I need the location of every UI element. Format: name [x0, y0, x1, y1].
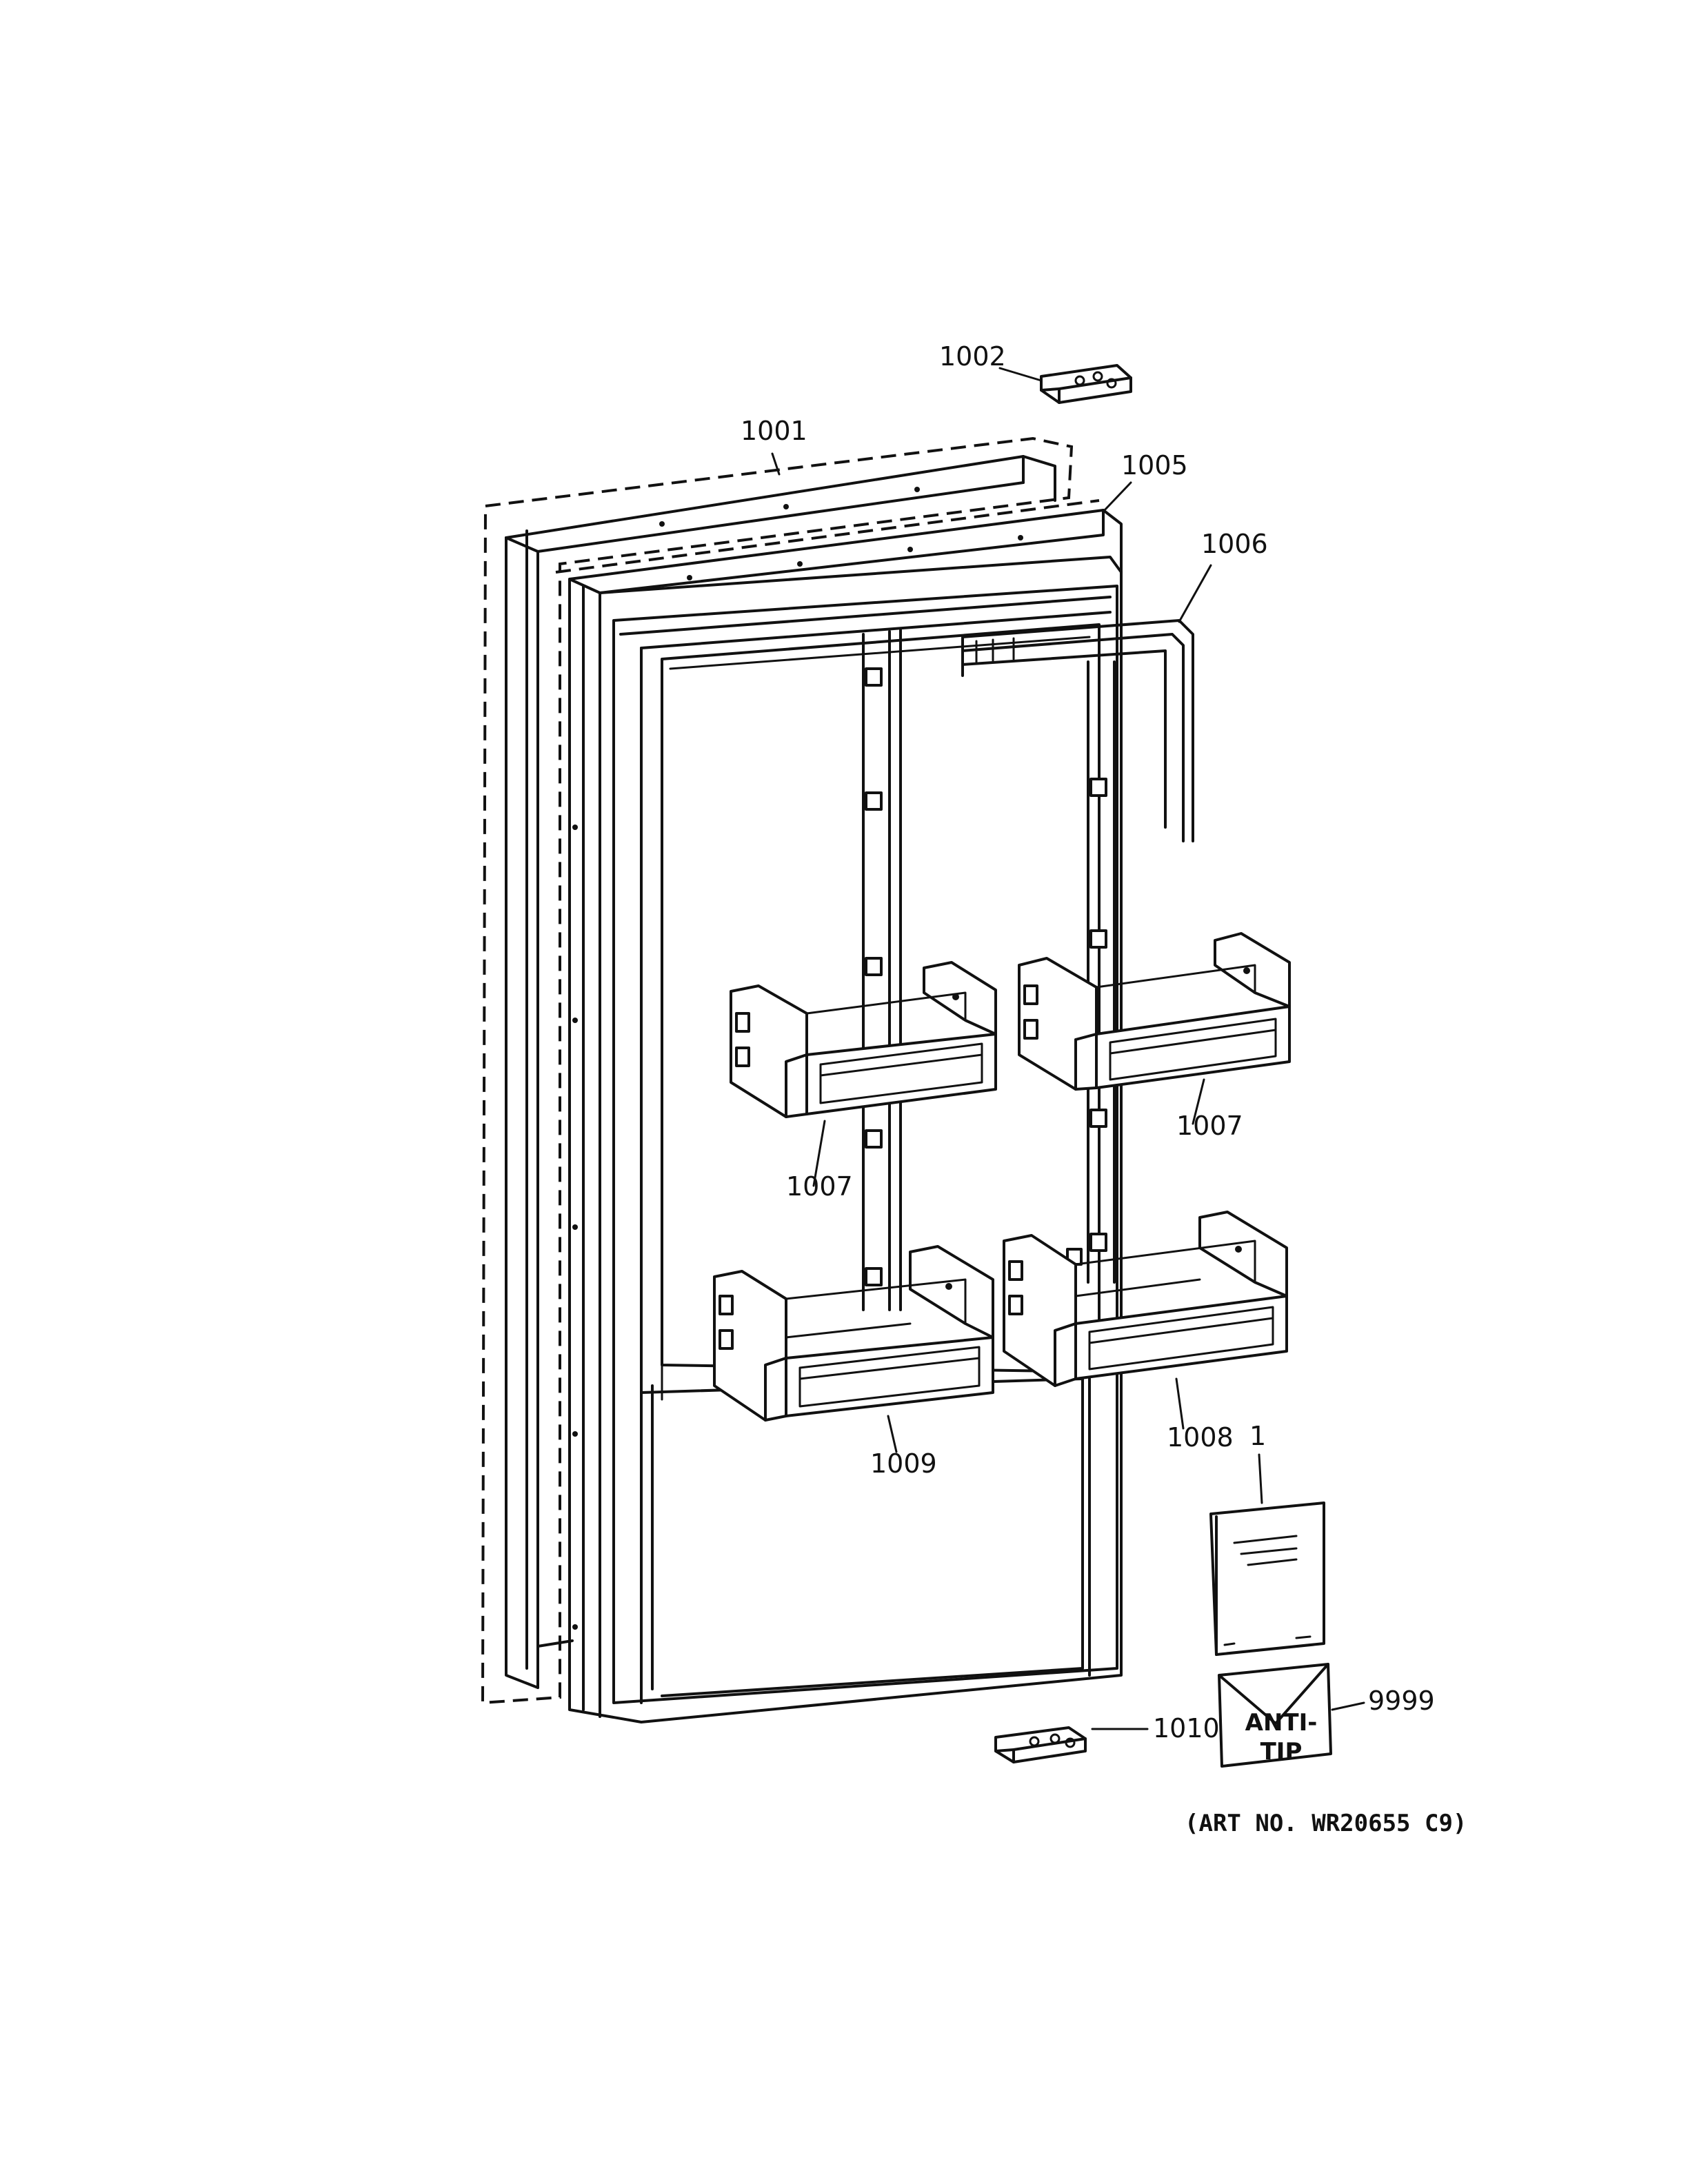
door-bin-1009 [713, 1245, 994, 1422]
callout-9999: 9999 [1368, 1686, 1435, 1716]
callout-1007-right: 1007 [1176, 1111, 1243, 1141]
callout-1008: 1008 [1167, 1422, 1234, 1453]
callout-1002: 1002 [939, 341, 1006, 372]
shelf-rail-left [862, 629, 902, 1311]
callout-1006: 1006 [1201, 529, 1268, 559]
outer-door-panel-1001 [481, 436, 1074, 1705]
door-bin-1008 [1003, 1211, 1288, 1387]
callout-1001: 1001 [741, 416, 807, 446]
callout-1005: 1005 [1121, 450, 1188, 481]
shelf-rail-right [1066, 660, 1116, 1284]
bottom-hinge-1010 [994, 1726, 1087, 1763]
callout-1: 1 [1249, 1421, 1266, 1451]
callout-1009: 1009 [870, 1448, 937, 1479]
door-bin-1007-right [1018, 932, 1291, 1091]
callout-labels: 1002 1001 1005 1006 1007 1007 1009 1008 … [741, 341, 1435, 1743]
door-gasket-1006 [961, 619, 1194, 842]
anti-tip-label-line2: TIP [1260, 1738, 1303, 1766]
callout-1007-left: 1007 [786, 1171, 853, 1202]
door-bin-1007-left [730, 961, 997, 1118]
art-number: (ART NO. WR20655 C9) [1185, 1810, 1467, 1837]
owner-manual-1 [1209, 1502, 1325, 1656]
anti-tip-kit-9999: ANTI- TIP [1218, 1663, 1332, 1768]
anti-tip-label-line1: ANTI- [1245, 1709, 1318, 1737]
leader-lines [771, 367, 1365, 1730]
callout-1010: 1010 [1153, 1713, 1220, 1743]
top-hinge-1002 [1040, 364, 1132, 404]
